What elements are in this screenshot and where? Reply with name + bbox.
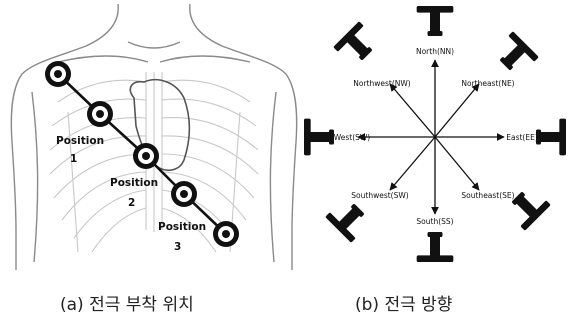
arrow-northeast (435, 84, 479, 137)
electrode-northeast-icon (492, 31, 539, 78)
compass-diagram: North(NN) Northeast(NE) East(EE) Southea… (302, 2, 572, 272)
electrode-1 (45, 61, 71, 87)
electrode-east-icon (536, 119, 566, 156)
position-3-number: 3 (174, 241, 181, 253)
arrow-southeast (435, 137, 479, 190)
electrode-north-icon (417, 6, 454, 36)
electrode-west-icon (304, 119, 334, 156)
position-1-number: 1 (70, 153, 77, 165)
electrode-5 (213, 221, 239, 247)
electrode-south-icon (417, 232, 454, 262)
electrode-orientation-figure: North(NN) Northeast(NE) East(EE) Southea… (302, 2, 572, 272)
arrow-southwest (390, 137, 435, 190)
electrode-northwest-icon (333, 21, 380, 68)
electrode-2 (87, 101, 113, 127)
torso-illustration: Position 1 Position 2 Position 3 (8, 2, 300, 272)
electrode-4 (171, 181, 197, 207)
electrode-southwest-icon (325, 196, 372, 243)
label-southwest: Southwest(SW) (351, 191, 408, 200)
position-2-label: Position (110, 177, 158, 189)
label-northeast: Northeast(NE) (461, 79, 514, 88)
position-1-label: Position (56, 135, 104, 147)
position-3-label: Position (158, 221, 206, 233)
label-north: North(NN) (416, 47, 454, 56)
caption-a: (a) 전극 부착 위치 (60, 290, 194, 315)
label-southeast: Southeast(SE) (461, 191, 514, 200)
label-south: South(SS) (416, 217, 453, 226)
caption-b: (b) 전극 방향 (355, 290, 452, 315)
electrode-placement-figure: Position 1 Position 2 Position 3 (8, 2, 300, 272)
electrode-3 (133, 143, 159, 169)
label-west: West(SW) (334, 133, 371, 142)
label-northwest: Northwest(NW) (353, 79, 411, 88)
arrow-northwest (390, 84, 435, 137)
position-2-number: 2 (128, 197, 135, 209)
label-east: East(EE) (506, 133, 538, 142)
